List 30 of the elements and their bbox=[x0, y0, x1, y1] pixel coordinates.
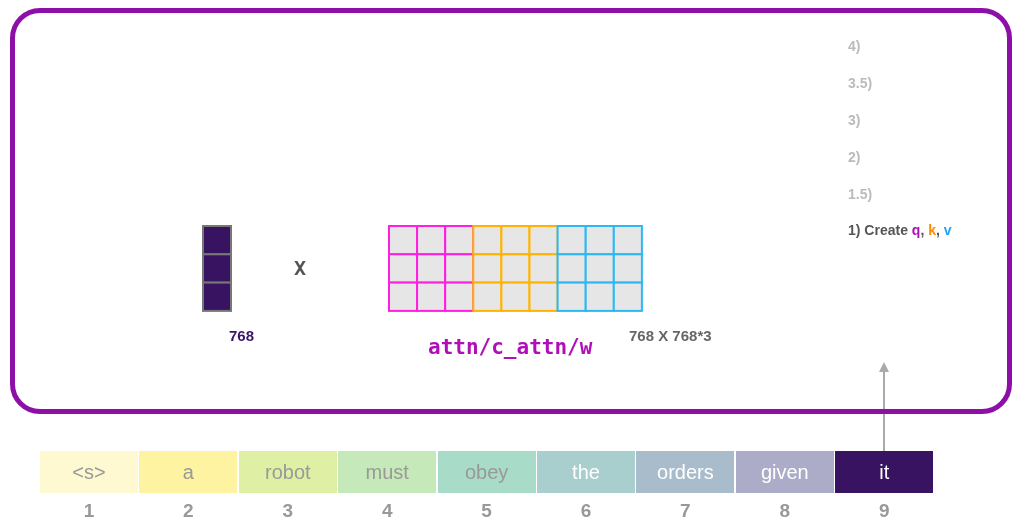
position-number: 4 bbox=[380, 500, 394, 522]
position-number: 1 bbox=[82, 500, 96, 522]
step-label: 3.5) bbox=[848, 75, 873, 91]
position-number: 6 bbox=[579, 500, 593, 522]
token-cell: orders bbox=[636, 451, 735, 493]
position-number: 8 bbox=[778, 500, 792, 522]
step-label: 4) bbox=[848, 38, 861, 54]
token-cell: the bbox=[537, 451, 635, 493]
position-number: 5 bbox=[480, 500, 493, 522]
step-label: 3) bbox=[848, 112, 861, 128]
token-cell: must bbox=[338, 451, 437, 493]
token-cell: it bbox=[835, 451, 934, 493]
dimension-label: 768 X 768*3 bbox=[629, 327, 712, 344]
matrix-name: attn/c_attn/w bbox=[428, 335, 593, 359]
frame bbox=[10, 8, 1012, 414]
position-number: 2 bbox=[182, 500, 195, 522]
position-number: 9 bbox=[877, 500, 891, 522]
step-label: 2) bbox=[848, 149, 861, 165]
token-cell: given bbox=[735, 451, 834, 493]
dimension-label: 768 bbox=[229, 327, 255, 344]
multiply-sign: X bbox=[294, 256, 307, 280]
token-cell: robot bbox=[238, 451, 337, 493]
position-number: 3 bbox=[281, 500, 295, 522]
step-label: 1.5) bbox=[848, 186, 873, 202]
arrow bbox=[879, 362, 889, 452]
token-cell: <s> bbox=[40, 451, 138, 493]
token-cell: obey bbox=[437, 451, 536, 493]
position-number: 7 bbox=[679, 500, 692, 522]
step-label: 1) Create q, k, v bbox=[848, 222, 952, 238]
token-cell: a bbox=[139, 451, 238, 493]
